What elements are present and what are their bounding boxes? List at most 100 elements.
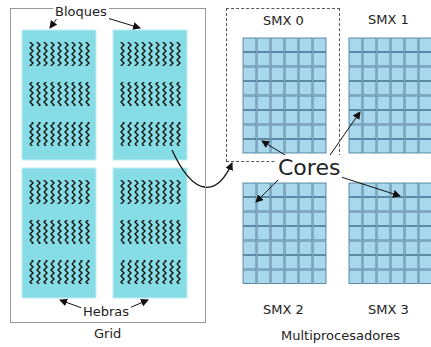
core bbox=[391, 53, 404, 67]
core bbox=[377, 183, 390, 197]
node-label: SMX 2 bbox=[263, 302, 304, 317]
core bbox=[299, 256, 312, 270]
core bbox=[405, 183, 418, 197]
core bbox=[313, 241, 326, 255]
core bbox=[271, 96, 284, 110]
core bbox=[243, 125, 256, 139]
core bbox=[313, 212, 326, 226]
node-label: SMX 3 bbox=[368, 302, 409, 317]
core bbox=[285, 256, 298, 270]
core bbox=[313, 38, 326, 52]
core bbox=[391, 96, 404, 110]
core bbox=[349, 125, 362, 139]
core bbox=[313, 183, 326, 197]
core bbox=[285, 111, 298, 125]
core bbox=[243, 53, 256, 67]
thread-row bbox=[28, 260, 91, 284]
thread-row bbox=[28, 82, 91, 106]
core bbox=[349, 96, 362, 110]
core bbox=[405, 53, 418, 67]
core bbox=[405, 111, 418, 125]
core bbox=[419, 125, 431, 139]
core bbox=[405, 227, 418, 241]
core bbox=[405, 96, 418, 110]
core bbox=[257, 38, 270, 52]
core bbox=[285, 67, 298, 81]
thread-row bbox=[28, 122, 91, 146]
core bbox=[243, 96, 256, 110]
core bbox=[271, 241, 284, 255]
core bbox=[419, 140, 431, 154]
core bbox=[391, 241, 404, 255]
node-label: Grid bbox=[94, 326, 121, 341]
core bbox=[377, 140, 390, 154]
core bbox=[271, 53, 284, 67]
core bbox=[313, 53, 326, 67]
core bbox=[377, 125, 390, 139]
core bbox=[377, 241, 390, 255]
core bbox=[257, 256, 270, 270]
core bbox=[271, 256, 284, 270]
core bbox=[349, 270, 362, 284]
grid-box: Grid bbox=[10, 8, 206, 323]
core bbox=[391, 227, 404, 241]
core bbox=[391, 270, 404, 284]
thread-row bbox=[119, 220, 182, 244]
thread-block bbox=[113, 30, 187, 160]
core bbox=[285, 53, 298, 67]
smx-box: SMX 2 bbox=[226, 182, 340, 322]
core bbox=[419, 227, 431, 241]
core bbox=[363, 212, 376, 226]
core bbox=[363, 53, 376, 67]
core bbox=[299, 96, 312, 110]
core bbox=[299, 67, 312, 81]
core bbox=[349, 53, 362, 67]
core bbox=[285, 212, 298, 226]
part-label: Cores bbox=[276, 155, 342, 180]
core bbox=[377, 111, 390, 125]
core bbox=[391, 38, 404, 52]
smx-box: SMX 3 bbox=[346, 182, 431, 322]
core bbox=[257, 96, 270, 110]
core bbox=[349, 241, 362, 255]
core bbox=[313, 256, 326, 270]
core bbox=[363, 140, 376, 154]
core-grids bbox=[243, 38, 431, 284]
core bbox=[243, 256, 256, 270]
core bbox=[243, 82, 256, 96]
core bbox=[299, 125, 312, 139]
core bbox=[349, 183, 362, 197]
core bbox=[405, 241, 418, 255]
core bbox=[285, 270, 298, 284]
core bbox=[419, 256, 431, 270]
thread-row bbox=[119, 180, 182, 204]
core bbox=[285, 82, 298, 96]
core bbox=[257, 270, 270, 284]
core bbox=[243, 270, 256, 284]
core bbox=[349, 227, 362, 241]
core bbox=[419, 96, 431, 110]
core bbox=[363, 227, 376, 241]
core bbox=[257, 241, 270, 255]
core bbox=[377, 96, 390, 110]
core bbox=[419, 111, 431, 125]
core bbox=[271, 82, 284, 96]
thread-row bbox=[119, 82, 182, 106]
core bbox=[243, 198, 256, 212]
core bbox=[363, 241, 376, 255]
thread-blocks bbox=[22, 30, 187, 298]
core bbox=[377, 67, 390, 81]
thread-block bbox=[22, 30, 96, 160]
core bbox=[313, 82, 326, 96]
core bbox=[271, 198, 284, 212]
thread-block bbox=[22, 168, 96, 298]
core bbox=[243, 183, 256, 197]
smx-box: SMX 1 bbox=[346, 8, 431, 162]
thread-row bbox=[28, 180, 91, 204]
core bbox=[405, 82, 418, 96]
core bbox=[391, 111, 404, 125]
core bbox=[363, 125, 376, 139]
core bbox=[313, 227, 326, 241]
core bbox=[257, 53, 270, 67]
core bbox=[243, 111, 256, 125]
